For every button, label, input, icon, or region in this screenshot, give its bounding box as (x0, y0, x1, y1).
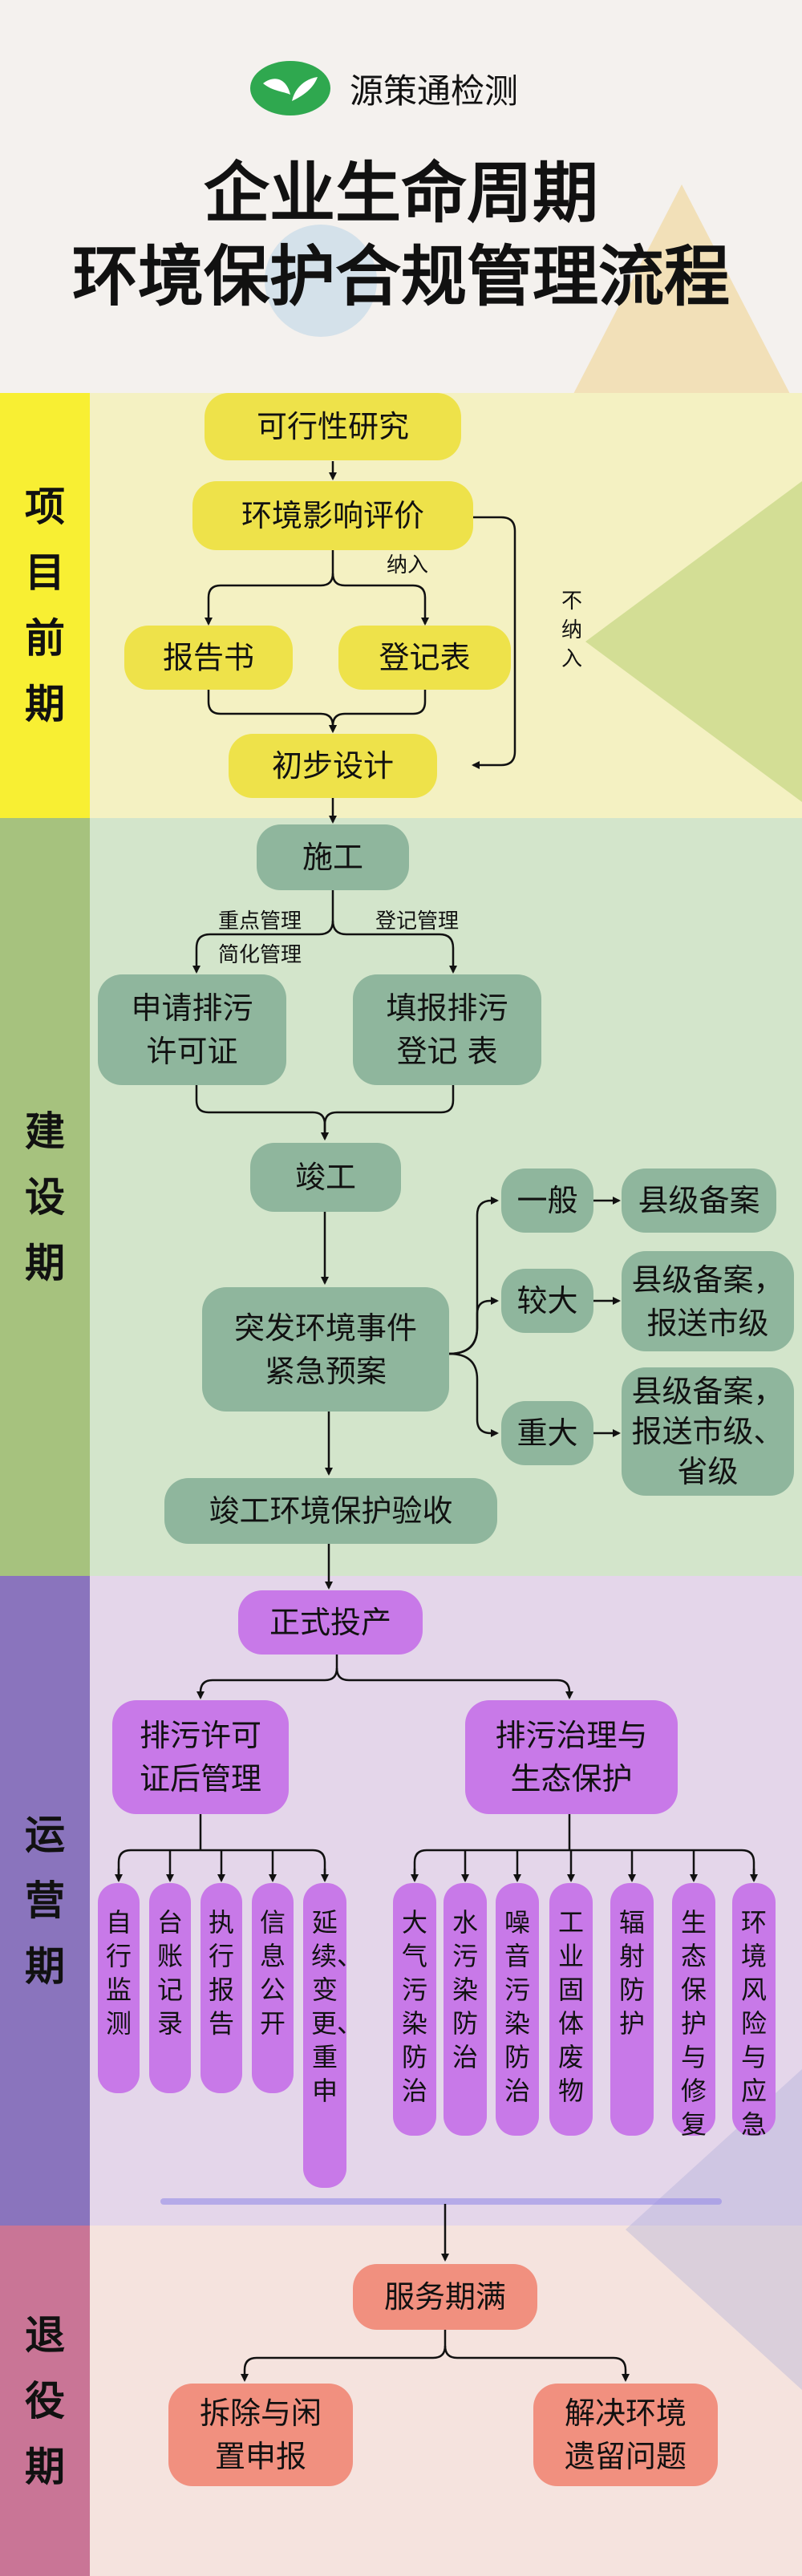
deco-triangle-pre (585, 481, 802, 802)
brand: 源策通检测 (249, 58, 518, 119)
node-exec-report: 执行报告 (200, 1883, 242, 2093)
node-report: 报告书 (124, 626, 293, 690)
node-eco-restore: 生态保护与修复 (672, 1883, 715, 2140)
node-radiation: 辐射防护 (610, 1883, 654, 2136)
node-env-risk: 环境风险与应急 (732, 1883, 776, 2140)
deco-bar-ops (160, 2198, 722, 2205)
node-feasibility: 可行性研究 (205, 393, 461, 460)
node-renew-change: 延续、变更、重申 (303, 1883, 363, 2188)
node-demolish: 拆除与闲置申报 (168, 2384, 353, 2486)
node-eia: 环境影响评价 (192, 481, 473, 550)
node-legacy: 解决环境遗留问题 (533, 2384, 718, 2486)
node-fill-register: 填报排污登记 表 (353, 974, 541, 1085)
node-noise-pollution: 噪音污染防治 (496, 1883, 539, 2136)
leaf-logo-icon (250, 61, 330, 115)
node-county-city-province: 县级备案，报送市级、省级 (622, 1367, 794, 1496)
label-include: 纳入 (387, 553, 429, 577)
node-major: 较大 (501, 1269, 593, 1333)
node-county-record: 县级备案 (622, 1169, 776, 1233)
deco-circle-top (265, 225, 377, 337)
node-water-pollution: 水污染防治 (444, 1883, 487, 2136)
title-line-1: 企业生命周期 (203, 156, 598, 232)
node-solid-waste: 工业固体废物 (549, 1883, 593, 2136)
node-register-form: 登记表 (338, 626, 511, 690)
title-line-2: 环境保护合规管理流程 (71, 239, 730, 315)
node-pollution-eco: 排污治理与生态保护 (465, 1700, 678, 1814)
label-register-mgmt: 登记管理 (375, 909, 460, 934)
node-air-pollution: 大气污染防治 (393, 1883, 436, 2136)
stage-label-build: 建设期 (0, 818, 90, 1576)
node-info-disclosure: 信息公开 (252, 1883, 294, 2093)
node-ledger: 台账记录 (149, 1883, 191, 2093)
label-simple-mgmt: 简化管理 (218, 943, 302, 967)
node-county-city: 县级备案，报送市级 (622, 1251, 794, 1351)
node-acceptance: 竣工环境保护验收 (164, 1478, 497, 1544)
stage-label-ops: 运营期 (0, 1576, 90, 2226)
node-expiry: 服务期满 (353, 2264, 537, 2330)
node-serious: 重大 (501, 1401, 593, 1465)
node-production: 正式投产 (238, 1590, 423, 1655)
node-construction: 施工 (257, 824, 409, 890)
brand-name: 源策通检测 (350, 71, 519, 111)
stage-label-exit: 退役期 (0, 2226, 90, 2576)
node-apply-permit: 申请排污许可证 (98, 974, 286, 1085)
node-emergency-plan: 突发环境事件紧急预案 (202, 1287, 449, 1412)
label-exclude: 不纳入 (561, 589, 582, 671)
page-title: 企业生命周期 环境保护合规管理流程 (0, 152, 802, 319)
node-general: 一般 (501, 1169, 593, 1233)
stage-label-pre: 项目前期 (0, 393, 90, 818)
deco-triangle-top (561, 184, 802, 417)
node-post-permit: 排污许可证后管理 (112, 1700, 289, 1814)
node-self-monitoring: 自行监测 (98, 1883, 140, 2093)
node-completion: 竣工 (250, 1143, 401, 1212)
label-key-mgmt: 重点管理 (218, 909, 302, 934)
node-prelim-design: 初步设计 (229, 734, 437, 798)
